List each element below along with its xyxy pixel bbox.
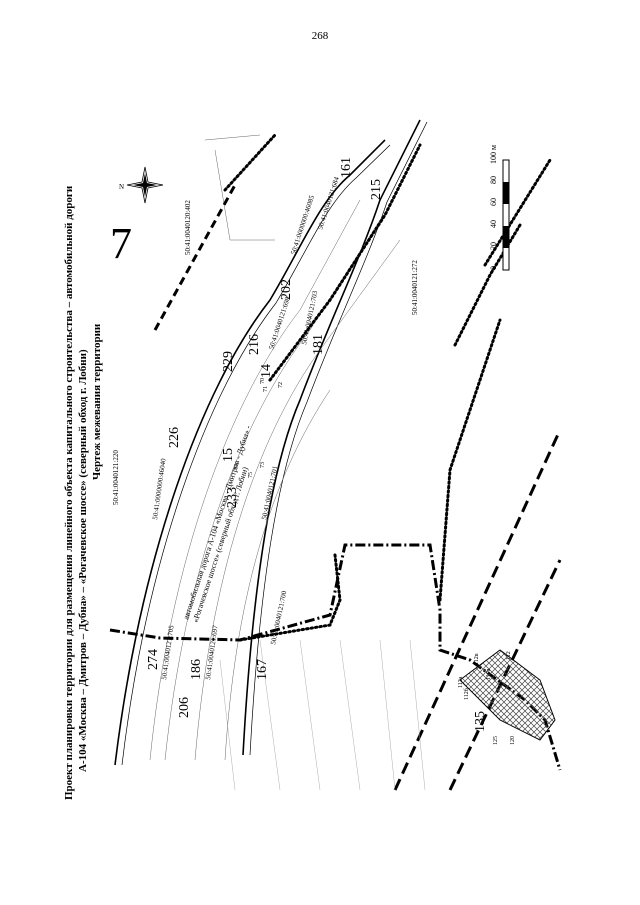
cadastral-labels: 50:41:0040120:402 50:41:0040121:220 50:4… (112, 176, 419, 681)
point-label: 74 (234, 464, 240, 470)
point-label: 72 (278, 382, 284, 388)
lot-number: 14 (259, 364, 274, 378)
point-label: 125 (493, 736, 499, 745)
page-number: 268 (311, 30, 329, 42)
sheet-number: 7 (110, 219, 132, 268)
boundary-dashed-upper (153, 184, 237, 331)
lot-number: 202 (279, 279, 294, 300)
lot-number: 216 (247, 334, 262, 355)
point-label: 75 (248, 472, 254, 478)
scale-tick: 20 (489, 242, 498, 250)
lot-number: 181 (311, 334, 326, 355)
cadastral-label: 50:41:0040121:684 (316, 176, 341, 231)
title-line-1: Проект планировки территории для размеще… (63, 185, 75, 800)
lot-number: 229 (221, 351, 236, 372)
road-label-line-1: автомобильная дорога А-104 «Москва - Дми… (181, 424, 253, 621)
lot-number: 206 (177, 697, 192, 718)
title-block: Проект планировки территории для размеще… (63, 185, 103, 800)
lot-number: 161 (339, 157, 354, 178)
point-label: 71 (263, 386, 269, 392)
cadastral-label: 50:41:0040121:701 (260, 465, 279, 521)
scale-tick: 100 м (489, 145, 498, 164)
point-label: 70 (260, 378, 266, 384)
lot-number: 233 (225, 487, 240, 508)
cadastral-label: 50:41:0040121:697 (204, 624, 220, 680)
lot-number: 186 (189, 659, 204, 680)
north-arrow-icon: N (119, 166, 164, 204)
lot-number: 15 (221, 448, 236, 462)
alignment-lines (149, 134, 401, 761)
road-label-line-2: «Рогачевское шоссе» (северный обход г. Л… (191, 465, 250, 623)
cadastral-label: 50:41:0040121:700 (269, 590, 288, 646)
scale-tick: 0 (489, 266, 498, 270)
cadastral-label: 50:41:0040121:698 (267, 296, 292, 351)
grid-lines (219, 639, 426, 791)
title-line-2: А-104 «Москва – Дмитров – Дубна» – «Рога… (77, 349, 89, 772)
cadastral-label: 50:41:0040120:402 (184, 200, 192, 255)
dotted-boundaries (223, 133, 552, 642)
point-label: 73 (260, 462, 266, 468)
point-label: 112 (506, 651, 512, 660)
point-labels: 73 74 75 71 72 70 112б 112в 112а 110а 11… (234, 378, 516, 745)
point-label: 120 (510, 736, 516, 745)
scale-tick: 40 (489, 220, 498, 228)
point-label: 112а (458, 676, 464, 688)
scale-tick: 60 (489, 198, 498, 206)
lot-number: 167 (255, 659, 270, 680)
point-label: 112б (463, 688, 470, 700)
lot-number: 215 (369, 179, 384, 200)
point-label: 112в (474, 653, 480, 665)
hatched-zone (459, 649, 556, 741)
north-label: N (119, 183, 124, 191)
scale-tick: 80 (489, 176, 498, 184)
lot-number: 135 (473, 711, 488, 732)
scale-bar: 0 20 40 60 80 100 м (489, 145, 510, 271)
lot-numbers: 274 206 186 167 226 229 15 233 14 216 20… (146, 157, 488, 732)
cadastral-label: 50:41:0040121:272 (411, 260, 419, 315)
cadastral-label: 50:41:0040121:220 (112, 450, 120, 505)
lot-number: 274 (146, 649, 161, 670)
cadastral-label: 50:41:0040121:705 (160, 624, 176, 680)
point-label: 110а (486, 668, 492, 680)
lot-number: 226 (167, 427, 182, 448)
subtitle: Чертеж межевания территории (91, 323, 103, 480)
cadastral-label: 50:41:0000000:46040 (151, 457, 168, 520)
